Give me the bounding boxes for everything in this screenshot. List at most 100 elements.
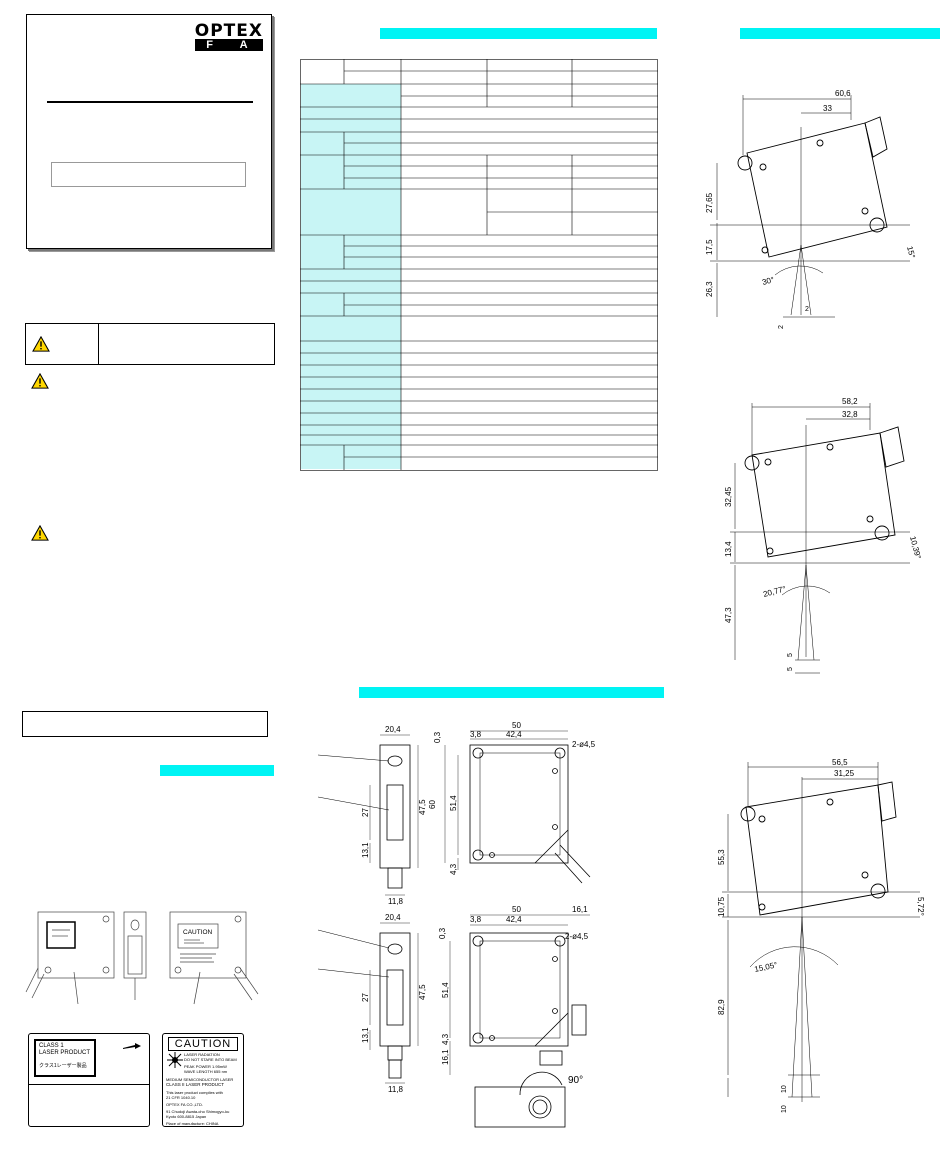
dim-side-a: 3,8: [470, 730, 482, 739]
d3-s2: 10: [781, 1105, 788, 1113]
warning-divider: [98, 324, 99, 364]
d3-h1: 55,3: [717, 849, 726, 865]
caution-spec3: MEDIUM SEMICONDUCTOR LASER: [166, 1077, 234, 1082]
caution-line1: LASER RADIATION: [184, 1052, 220, 1057]
dim-side-w: 50: [512, 721, 521, 730]
beam-drawing-1: 60,6 33 27,65 17,5 26,3 30° 15° 2 2: [705, 89, 917, 329]
dim-front2-h1: 47,5: [418, 984, 427, 1000]
notice-box: [22, 711, 268, 737]
beam-drawing-3: 56,5 31,25 55,3 10,75 82,9 15,05° 5,72° …: [717, 758, 925, 1113]
logo-sub: F A: [194, 39, 263, 51]
d2-s1: 5: [787, 667, 794, 671]
caution-text-block: LASER RADIATION DO NOT STARE INTO BEAM P…: [184, 1052, 237, 1074]
d1-tilt: 15°: [905, 245, 917, 259]
warning-box: [25, 323, 275, 365]
d3-ang: 15,05°: [754, 960, 779, 974]
d2-ang: 20,77°: [762, 584, 787, 599]
caution-title: CAUTION: [168, 1037, 238, 1051]
d3-h2: 10,75: [717, 896, 726, 917]
d2-h2: 13,4: [724, 541, 733, 557]
caution-line2: DO NOT STARE INTO BEAM: [184, 1057, 237, 1062]
d1-w2: 33: [823, 104, 832, 113]
d2-w2: 32,8: [842, 410, 858, 419]
model-box: [51, 162, 246, 187]
label-position-sketch: CAUTION: [25, 911, 259, 1005]
d1-s2: 2: [778, 325, 785, 329]
dim-front2-base: 11,8: [388, 1085, 404, 1094]
caution-lower-block: MEDIUM SEMICONDUCTOR LASER CLASS II LASE…: [166, 1077, 233, 1126]
class1-sub: LASER PRODUCT: [39, 1050, 91, 1056]
dim-front2-w: 20,4: [385, 913, 401, 922]
class1-title: CLASS 1: [39, 1043, 64, 1049]
caution-company: OPTEX FA CO.,LTD.: [166, 1102, 204, 1107]
laser-starburst-icon: [167, 1052, 183, 1068]
d2-s2: 5: [787, 653, 794, 657]
section-bar-specs: [380, 28, 657, 39]
section-bar-dimensions: [359, 687, 664, 698]
dim-side-holes: 2-ø4,5: [572, 740, 596, 749]
caution-label-card: CAUTION LASER RADIATION DO NOT STARE INT…: [162, 1033, 244, 1127]
d1-h2: 17,5: [705, 239, 714, 255]
dim-side2-h1: 51,4: [441, 982, 450, 998]
class1-label-card: CLASS 1 LASER PRODUCT クラス1レーザー製品: [28, 1033, 150, 1127]
dim-side2-a: 3,8: [470, 915, 482, 924]
cover-box: OPTEX F A: [26, 14, 272, 249]
dim-side-h1: 60: [428, 800, 437, 809]
warning-icon: [31, 373, 49, 389]
d3-w2: 31,25: [834, 769, 855, 778]
spec-table: [300, 59, 658, 471]
dim-front-top: 0,3: [433, 731, 442, 743]
d1-w1: 60,6: [835, 89, 851, 98]
dim-front-w: 20,4: [385, 725, 401, 734]
d1-h3: 26,3: [705, 281, 714, 297]
d1-h1: 27,65: [705, 192, 714, 213]
small-caution-text: CAUTION: [183, 929, 213, 936]
dim-side2-c: 16,1: [572, 905, 588, 914]
dim-front2-h3: 13,1: [361, 1027, 370, 1043]
d3-h3: 82,9: [717, 999, 726, 1015]
class1-label-box: CLASS 1 LASER PRODUCT クラス1レーザー製品: [34, 1039, 96, 1077]
optex-logo: OPTEX F A: [194, 21, 263, 51]
d2-w1: 58,2: [842, 397, 858, 406]
arrow-mark-icon: [123, 1043, 141, 1049]
dim-side2-b: 42,4: [506, 915, 522, 924]
beam-drawing-2: 58,2 32,8 32,45 13,4 47,3 20,77° 10,39° …: [724, 397, 923, 674]
title-rule: [47, 101, 253, 103]
d3-tilt: 5,72°: [916, 897, 925, 916]
section-bar-labels: [160, 765, 274, 776]
d1-ang: 30°: [761, 275, 775, 287]
dim-rotate: 90°: [568, 1075, 583, 1086]
dim-front2-h2: 27: [361, 993, 370, 1002]
caution-spec1: PEAK POWER 1.95mW: [184, 1064, 227, 1069]
dim-front-h2: 27: [361, 808, 370, 817]
dim-side2-top: 0,3: [438, 927, 447, 939]
dim-front-base: 11,8: [388, 897, 404, 906]
caution-spec2: WAVE LENGTH 655 nm: [184, 1069, 228, 1074]
dim-front-h1: 47,5: [418, 799, 427, 815]
dim-side-h2: 51,4: [449, 795, 458, 811]
caution-addr2: Kyoto 600-8815 Japan: [166, 1114, 207, 1119]
dim-side2-w: 50: [512, 905, 521, 914]
logo-brand: OPTEX: [194, 21, 263, 41]
caution-comply1: This laser product complies with: [166, 1090, 223, 1095]
d3-s1: 10: [781, 1085, 788, 1093]
caution-class: CLASS II LASER PRODUCT: [166, 1082, 225, 1087]
class1-jp: クラス1レーザー製品: [39, 1063, 87, 1069]
dim-side2-holes: 2-ø4,5: [565, 932, 589, 941]
caution-addr1: 91 Chudoji Awata-cho Shimogyo-ku: [166, 1109, 230, 1114]
warning-icon: [32, 336, 50, 352]
caution-place: Place of manufacture: CHINA: [166, 1121, 219, 1126]
d3-w1: 56,5: [832, 758, 848, 767]
d2-h3: 47,3: [724, 607, 733, 623]
warning-icon: [31, 525, 49, 541]
dimension-drawing: 20,4 50 3,8 42,4 2-ø4,5 0,3 47,5 60 51,4…: [317, 721, 596, 1128]
caution-comply2: 21 CFR 1040.10: [166, 1095, 196, 1100]
dim-side2-h3: 16,1: [441, 1049, 450, 1065]
dim-side-h3: 4,3: [449, 863, 458, 875]
class1-rule: [29, 1084, 149, 1085]
dim-side2-h2: 4,3: [441, 1033, 450, 1045]
dim-side-b: 42,4: [506, 730, 522, 739]
d1-s1: 2: [805, 306, 809, 313]
dim-front-h3: 13,1: [361, 842, 370, 858]
d2-h1: 32,45: [724, 486, 733, 507]
